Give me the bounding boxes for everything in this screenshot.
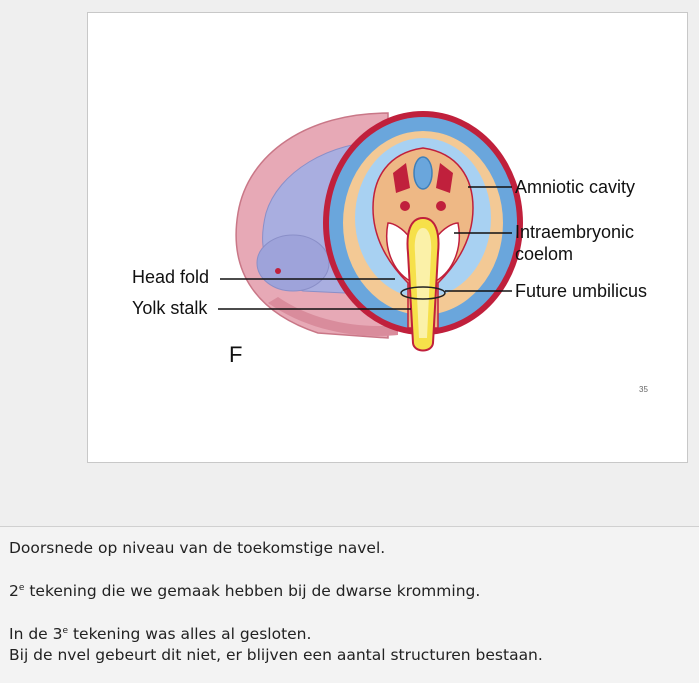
notes-line-2: 2e tekening die we gemaak hebben bij de … — [9, 581, 690, 602]
figure-letter: F — [229, 342, 242, 367]
notes-line-2-num: 2 — [9, 582, 19, 600]
notes-line-3-text-a: In de 3 — [9, 625, 63, 643]
label-coelom: coelom — [515, 244, 573, 264]
notes-line-4: Bij de nvel gebeurt dit niet, er blijven… — [9, 645, 690, 666]
label-future-umbilicus: Future umbilicus — [515, 281, 647, 301]
eye-spot — [275, 268, 281, 274]
page-number: 35 — [639, 385, 648, 394]
notes-line-1: Doorsnede op niveau van de toekomstige n… — [9, 538, 690, 559]
label-amniotic-cavity: Amniotic cavity — [515, 177, 635, 197]
label-head-fold: Head fold — [132, 267, 209, 287]
label-yolk-stalk: Yolk stalk — [132, 298, 208, 318]
aorta-left — [400, 201, 410, 211]
embryo-cross-section-diagram: Amniotic cavity Intraembryonic coelom Fu… — [88, 13, 689, 464]
slide-area: Amniotic cavity Intraembryonic coelom Fu… — [0, 0, 699, 526]
notes-line-3: In de 3e tekening was alles al gesloten. — [9, 624, 690, 645]
head-bulge — [257, 235, 329, 291]
aorta-right — [436, 201, 446, 211]
label-intraembryonic: Intraembryonic — [515, 222, 634, 242]
slide[interactable]: Amniotic cavity Intraembryonic coelom Fu… — [87, 12, 688, 463]
notes-line-2-text: tekening die we gemaak hebben bij de dwa… — [24, 582, 480, 600]
neural-tube — [414, 157, 432, 189]
notes-line-3-text-b: tekening was alles al gesloten. — [68, 625, 311, 643]
speaker-notes[interactable]: Doorsnede op niveau van de toekomstige n… — [0, 526, 699, 683]
